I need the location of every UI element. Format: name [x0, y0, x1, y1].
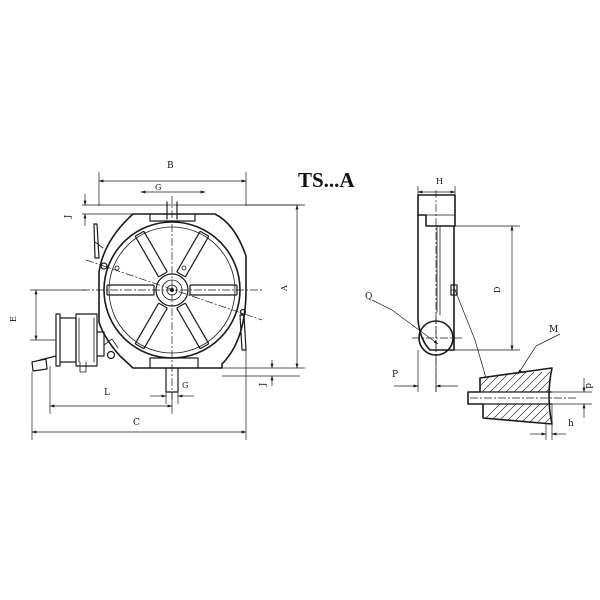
marker-top-right: [181, 265, 187, 271]
dim-label-j-top: J: [63, 215, 72, 219]
crank-handle[interactable]: [31, 355, 57, 372]
top-t-slot: [149, 213, 196, 222]
t-slot-section-detail: M d h: [467, 325, 593, 440]
dim-label-c: C: [133, 418, 140, 428]
right-locking-lever[interactable]: [239, 308, 247, 351]
side-view: [412, 190, 462, 392]
dim-label-b: B: [167, 161, 174, 171]
t-slot-section-outline: [467, 367, 553, 425]
dim-label-j-bottom: J: [258, 383, 267, 387]
drawing-title: TS...A: [298, 168, 355, 192]
upper-locking-lever[interactable]: [93, 223, 108, 270]
side-dimensions: H D Q P: [365, 177, 520, 392]
dim-label-d-cap: D: [493, 287, 502, 293]
marker-top-left: [114, 265, 120, 271]
dim-label-l: L: [104, 388, 110, 398]
handwheel-assembly[interactable]: [55, 313, 119, 373]
dim-label-g-top: G: [155, 183, 161, 192]
front-dimensions: B G J A E G J L: [9, 161, 305, 440]
dim-label-d: d: [583, 383, 593, 389]
diagonal-centerline: [85, 259, 263, 321]
dim-label-g-bottom: G: [182, 381, 188, 390]
dim-label-a: A: [280, 285, 289, 292]
dim-label-m: M: [549, 325, 558, 335]
side-body-outline: [417, 214, 455, 351]
dim-label-h: H: [436, 177, 443, 186]
dim-label-q: Q: [365, 292, 372, 302]
dim-label-h-small: h: [568, 419, 574, 429]
dim-label-p: P: [392, 370, 398, 380]
table-body-outline: [98, 213, 247, 369]
front-view: [31, 196, 263, 400]
dim-label-e: E: [9, 316, 18, 322]
side-table-top[interactable]: [417, 194, 456, 227]
bottom-t-slot: [149, 357, 199, 369]
